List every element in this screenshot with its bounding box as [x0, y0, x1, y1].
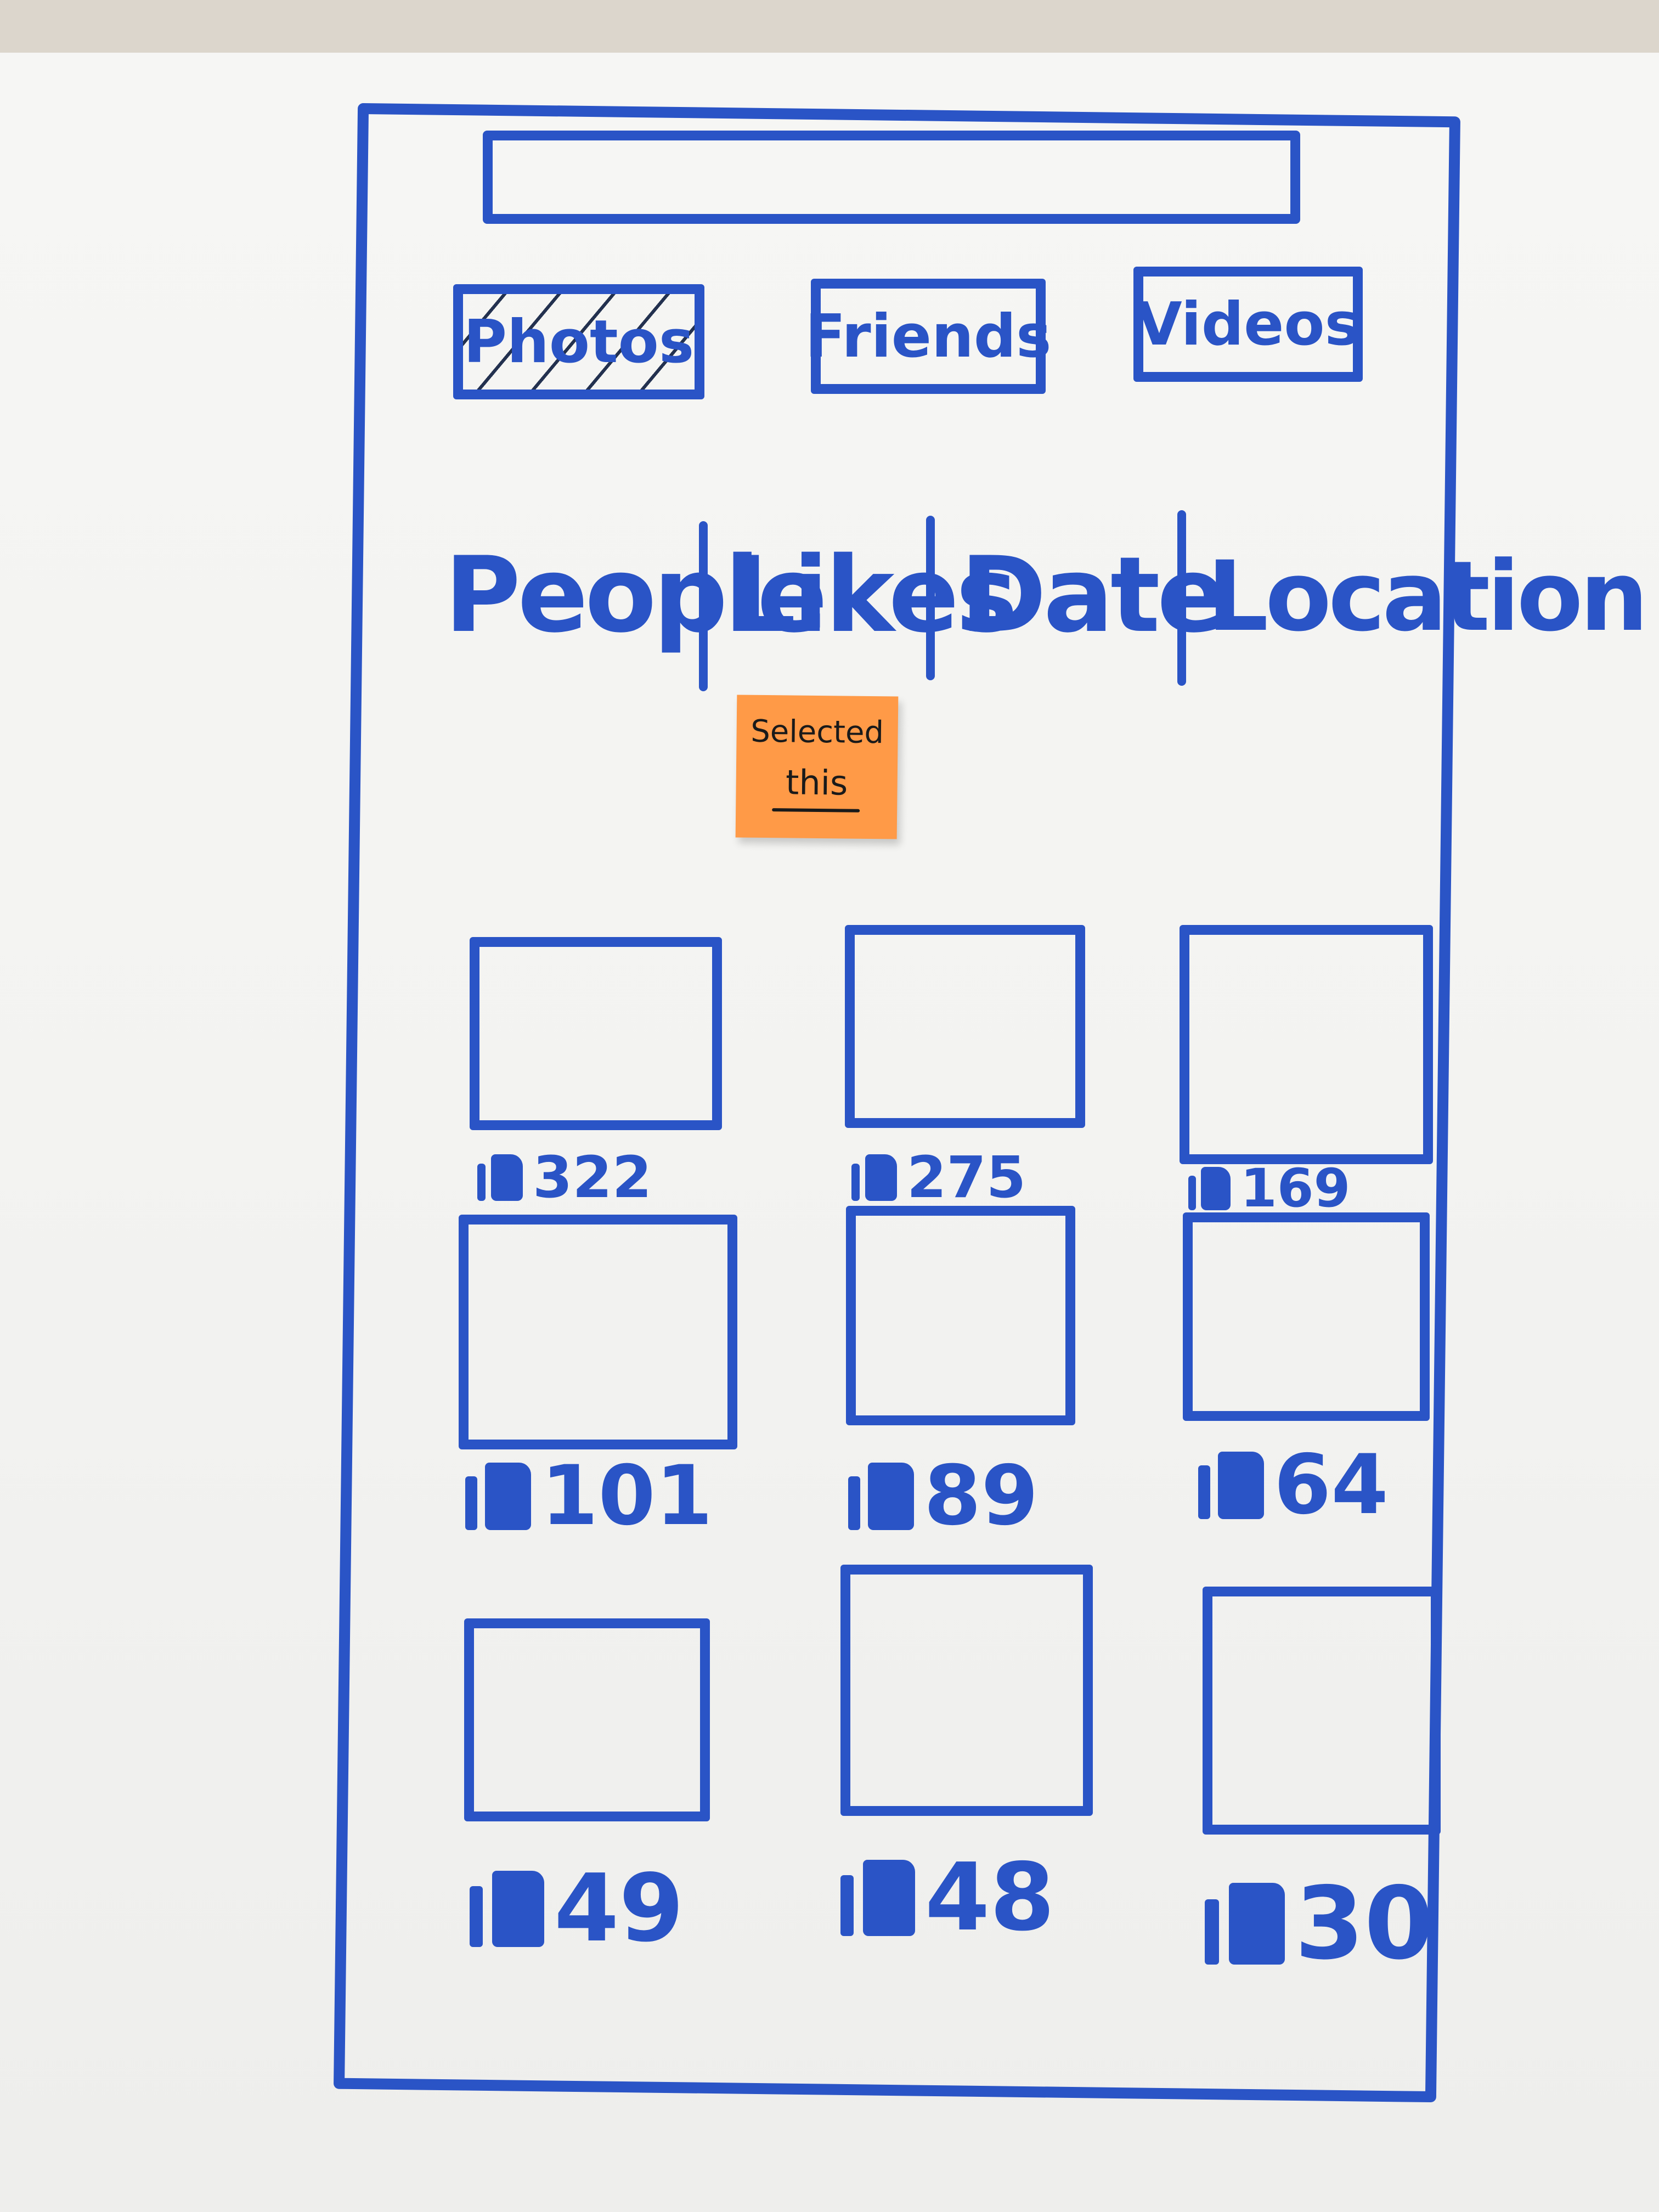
like-count: 275: [907, 1144, 1026, 1211]
photo-likes: 169: [1188, 1158, 1350, 1219]
filter-divider: [699, 521, 708, 691]
sticky-note-underline: [772, 808, 860, 812]
filter-divider: [926, 516, 935, 680]
photo-likes: 101: [465, 1448, 713, 1544]
photo-thumbnail[interactable]: [1180, 925, 1433, 1164]
wall-background: [0, 0, 1659, 53]
tab-photos[interactable]: Photos: [453, 284, 704, 399]
like-count: 89: [924, 1448, 1039, 1544]
thumbs-up-icon[interactable]: [1205, 1882, 1285, 1965]
filter-divider: [1177, 510, 1186, 686]
photo-likes: 49: [470, 1854, 684, 1963]
photo-thumbnail[interactable]: [845, 925, 1085, 1128]
thumbs-up-icon[interactable]: [848, 1462, 914, 1530]
photo-thumbnail[interactable]: [464, 1618, 710, 1821]
photo-thumbnail[interactable]: [1203, 1587, 1441, 1835]
like-count: 101: [541, 1448, 713, 1544]
photo-likes: 30: [1205, 1865, 1434, 1982]
photo-thumbnail[interactable]: [840, 1565, 1093, 1816]
filter-people[interactable]: People: [444, 534, 828, 656]
photo-thumbnail[interactable]: [846, 1206, 1075, 1425]
sticky-note-line2: this: [785, 762, 848, 803]
thumbs-up-icon[interactable]: [1198, 1451, 1264, 1519]
photo-thumbnail[interactable]: [1183, 1212, 1430, 1421]
photo-likes: 89: [848, 1448, 1039, 1544]
tab-friends-label: Friends: [805, 302, 1052, 371]
like-count: 48: [925, 1843, 1055, 1952]
photo-thumbnail[interactable]: [470, 937, 722, 1130]
thumbs-up-icon[interactable]: [465, 1462, 531, 1530]
like-count: 64: [1274, 1437, 1389, 1533]
like-count: 30: [1295, 1865, 1434, 1982]
sticky-note: Selected this: [735, 695, 899, 839]
thumbs-up-icon[interactable]: [1188, 1166, 1231, 1210]
photo-likes: 322: [477, 1144, 652, 1211]
filter-bar: People Likes Date Location: [433, 510, 1649, 691]
paper-sheet: [0, 53, 1659, 2212]
sticky-note-line1: Selected: [750, 713, 884, 751]
tab-friends[interactable]: Friends: [805, 279, 1051, 394]
photo-likes: 64: [1198, 1437, 1389, 1533]
photo-likes: 48: [840, 1843, 1055, 1952]
tab-photos-label: Photos: [463, 307, 695, 376]
like-count: 322: [533, 1144, 652, 1211]
tab-videos[interactable]: Videos: [1133, 267, 1363, 382]
tab-videos-label: Videos: [1136, 290, 1360, 359]
filter-location[interactable]: Location: [1207, 540, 1649, 653]
photo-likes: 275: [851, 1144, 1026, 1211]
thumbs-up-icon[interactable]: [477, 1154, 523, 1201]
thumbs-up-icon[interactable]: [840, 1859, 915, 1936]
thumbs-up-icon[interactable]: [470, 1870, 544, 1947]
like-count: 49: [554, 1854, 684, 1963]
like-count: 169: [1240, 1158, 1351, 1219]
search-bar[interactable]: [483, 131, 1300, 224]
photo-thumbnail[interactable]: [459, 1215, 737, 1449]
thumbs-up-icon[interactable]: [851, 1154, 897, 1201]
filter-likes[interactable]: Likes: [730, 534, 1018, 656]
